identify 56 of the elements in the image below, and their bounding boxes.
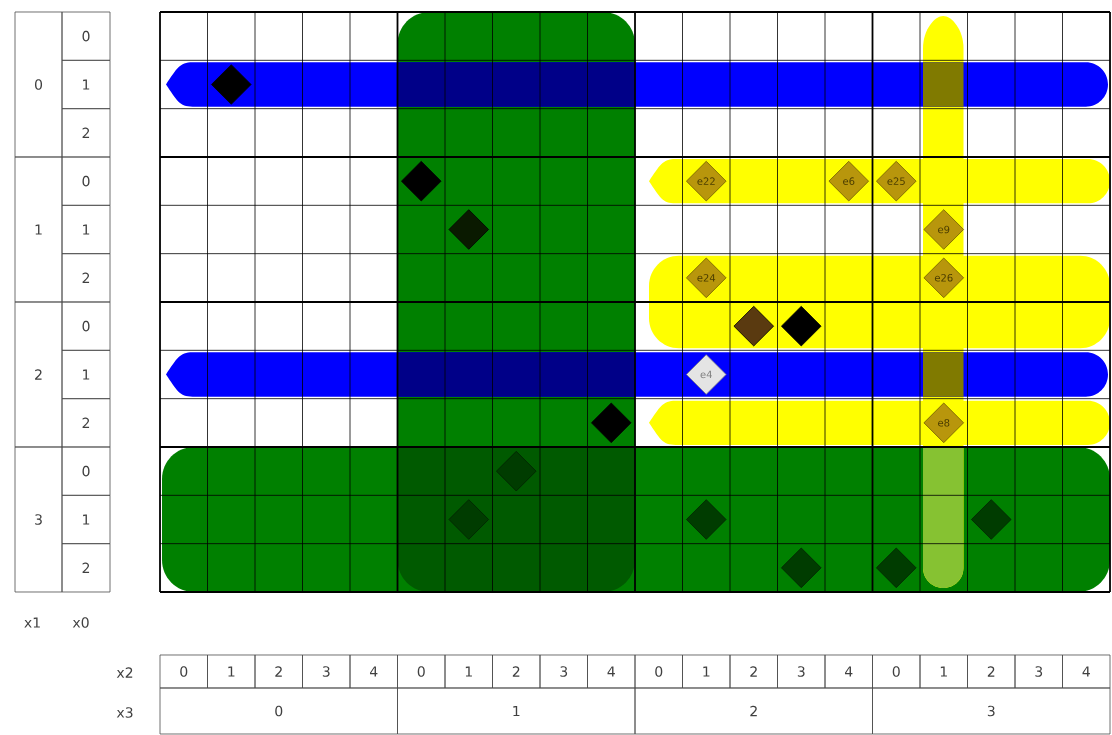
marker-diamond <box>211 64 252 105</box>
marker-diamond <box>401 160 442 202</box>
table-cell: 3 <box>539 654 588 689</box>
table-cell: 1 <box>61 59 111 110</box>
table-cell: 4 <box>587 654 636 689</box>
marker-diamond <box>448 499 489 540</box>
table-cell: 2 <box>14 301 63 448</box>
table-cell: 0 <box>14 11 63 158</box>
table-cell: 0 <box>397 654 446 689</box>
table-cell: 3 <box>302 654 351 689</box>
table-cell: 2 <box>61 253 111 303</box>
marker-diamond <box>781 547 822 589</box>
table-cell: 1 <box>444 654 493 689</box>
axis-label: x2 <box>116 667 133 678</box>
table-cell: 1 <box>397 687 636 735</box>
table-cell: 0 <box>872 654 921 689</box>
marker-diamond <box>496 450 537 492</box>
table-cell: 1 <box>61 494 111 545</box>
table-cell: 0 <box>61 446 111 496</box>
table-cell: 4 <box>824 654 873 689</box>
table-cell: 2 <box>492 654 541 689</box>
table-cell: 1 <box>682 654 731 689</box>
table-cell: 3 <box>1014 654 1063 689</box>
table-cell: 4 <box>349 654 398 689</box>
table-cell: 1 <box>61 349 111 400</box>
table-cell: 2 <box>254 654 303 689</box>
table-cell: 3 <box>14 446 63 593</box>
marker-diamond <box>781 305 822 347</box>
table-cell: 2 <box>967 654 1016 689</box>
axis-label: x3 <box>116 707 133 718</box>
table-cell: 2 <box>634 687 873 735</box>
table-cell: 1 <box>207 654 256 689</box>
marker-diamond <box>686 499 727 540</box>
table-cell: 2 <box>61 108 111 158</box>
table-cell: 0 <box>61 301 111 351</box>
table-cell: 3 <box>777 654 826 689</box>
marker-diamond <box>971 499 1012 540</box>
table-cell: 0 <box>61 156 111 206</box>
marker-diamond <box>733 305 774 347</box>
table-cell: 2 <box>61 398 111 448</box>
marker-diamond <box>876 547 917 589</box>
table-cell: 1 <box>14 156 63 303</box>
axis-label: x0 <box>72 617 89 628</box>
table-cell: 2 <box>61 543 111 593</box>
table-cell: 4 <box>1062 654 1111 689</box>
table-cell: 3 <box>872 687 1111 735</box>
table-cell: 0 <box>159 654 208 689</box>
marker-diamond <box>448 209 489 250</box>
axis-label: x1 <box>24 617 40 628</box>
table-cell: 2 <box>729 654 778 689</box>
table-cell: 0 <box>61 11 111 61</box>
table-cell: 1 <box>919 654 968 689</box>
table-cell: 0 <box>159 687 398 735</box>
table-cell: 1 <box>61 204 111 255</box>
table-cell: 0 <box>634 654 683 689</box>
marker-diamond <box>591 402 632 444</box>
